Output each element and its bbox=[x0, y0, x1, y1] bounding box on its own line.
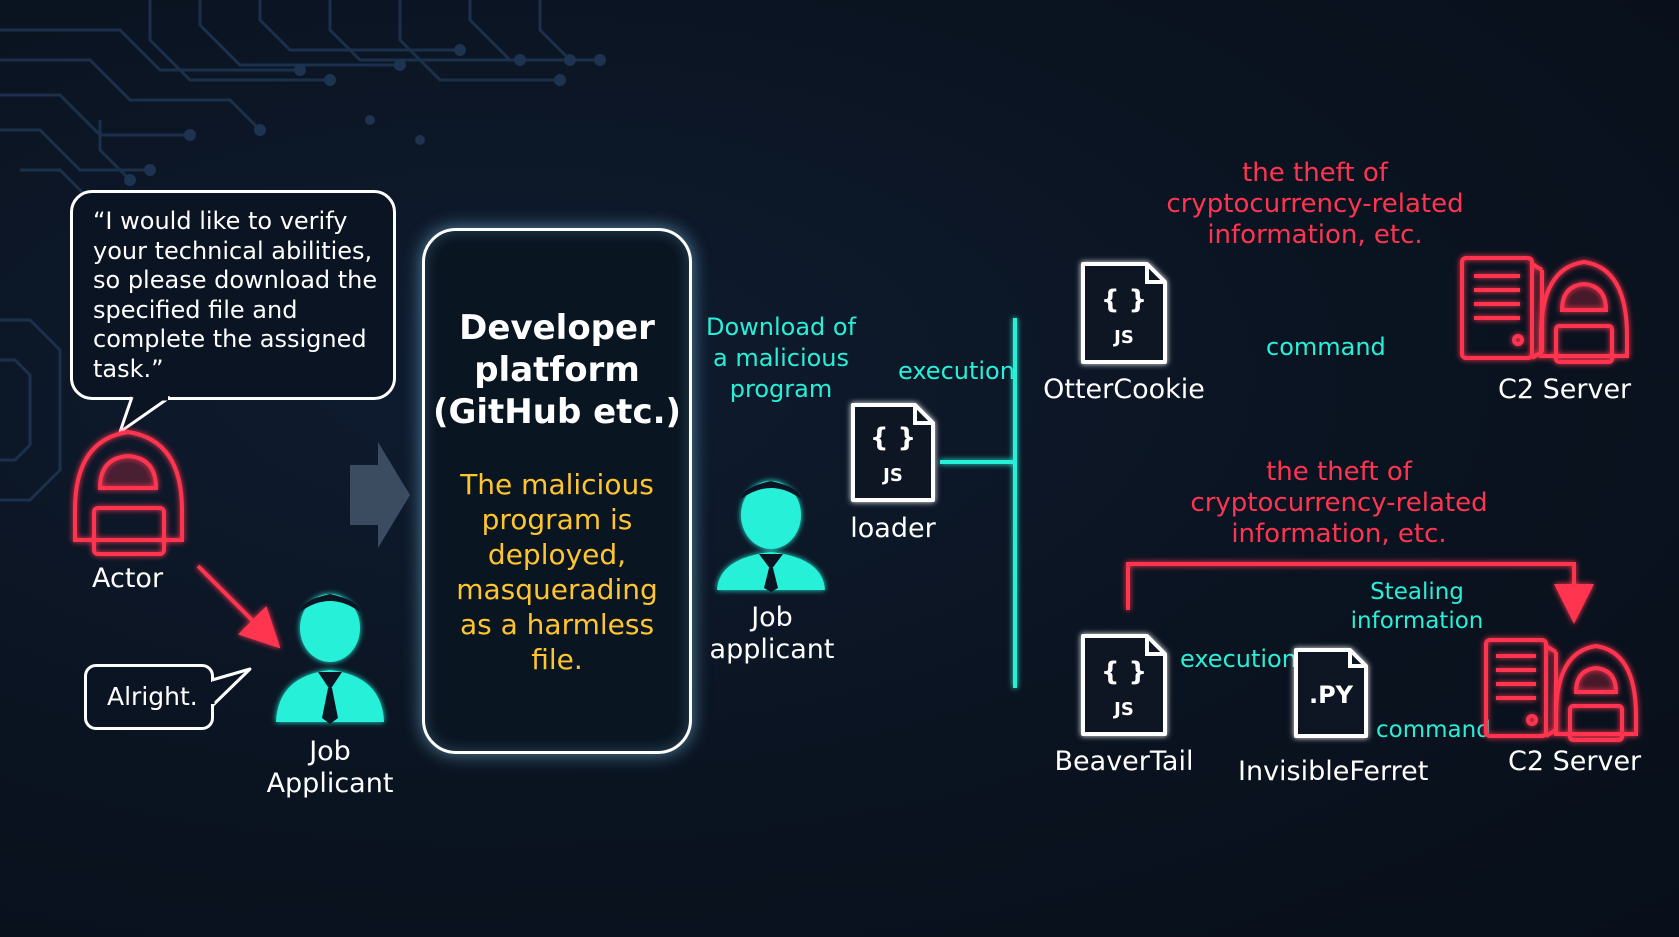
execution-bottom-label: execution bbox=[1180, 645, 1297, 673]
platform-title: Developer platform (GitHub etc.) bbox=[432, 308, 682, 432]
c2-bottom-label: C2 Server bbox=[1508, 746, 1642, 777]
beavertail-braces: { } bbox=[1100, 657, 1148, 687]
invisibleferret-label: InvisibleFerret bbox=[1238, 756, 1429, 787]
ottercookie-braces: { } bbox=[1100, 285, 1148, 315]
loader-js-tag: JS bbox=[883, 465, 903, 486]
c2-top-label: C2 Server bbox=[1498, 374, 1632, 405]
platform-note: The malicious program is deployed, masqu… bbox=[456, 468, 658, 676]
loader-braces: { } bbox=[869, 423, 917, 453]
loader-branch-connector bbox=[940, 318, 1017, 688]
developer-platform-box: Developer platform (GitHub etc.) The mal… bbox=[422, 228, 692, 754]
theft-top-label: the theft of cryptocurrency-related info… bbox=[1166, 158, 1464, 250]
beavertail-js-tag: JS bbox=[1114, 699, 1134, 720]
job-applicant-left-label: Job Applicant bbox=[266, 736, 394, 799]
transition-arrow bbox=[350, 442, 410, 548]
beavertail-theft-bracket bbox=[1126, 562, 1594, 624]
actor-label: Actor bbox=[92, 563, 164, 594]
command-top-label: command bbox=[1266, 333, 1386, 361]
ferret-py-tag: .PY bbox=[1308, 681, 1354, 709]
execution-top-label: execution bbox=[898, 357, 1015, 385]
ottercookie-js-tag: JS bbox=[1114, 327, 1134, 348]
command-bottom-label: command bbox=[1376, 717, 1491, 743]
reply-speech-bubble: Alright. bbox=[84, 664, 214, 730]
job-applicant-mid-label: Job applicant bbox=[709, 602, 835, 665]
reply-text: Alright. bbox=[107, 682, 198, 711]
ottercookie-label: OtterCookie bbox=[1043, 374, 1205, 405]
stealing-label: Stealing information bbox=[1350, 579, 1484, 634]
beavertail-label: BeaverTail bbox=[1054, 746, 1194, 777]
download-label: Download of a malicious program bbox=[705, 313, 857, 403]
loader-label: loader bbox=[850, 513, 936, 544]
actor-speech-bubble: “I would like to verify your technical a… bbox=[70, 190, 396, 400]
theft-bottom-label: the theft of cryptocurrency-related info… bbox=[1190, 457, 1488, 549]
actor-to-applicant-arrow bbox=[196, 564, 281, 649]
actor-quote-text: “I would like to verify your technical a… bbox=[93, 207, 378, 383]
